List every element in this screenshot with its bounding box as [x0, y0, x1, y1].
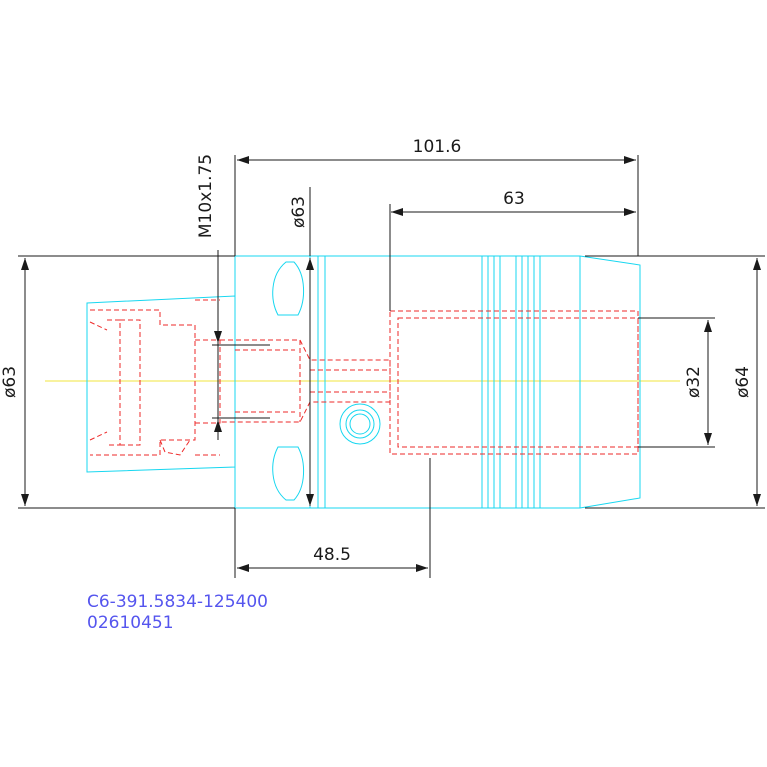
body-outline — [325, 255, 641, 509]
dim-flange-diameter-label: ø63 — [289, 196, 309, 228]
dim-overall-length: 101.6 — [234, 137, 639, 256]
shank-outline — [86, 256, 236, 508]
dim-shank-diameter-label: ø63 — [0, 366, 20, 398]
part-id: 02610451 — [87, 613, 174, 633]
shank-hidden-lines — [89, 299, 221, 456]
dim-bore-diameter: ø32 — [638, 317, 715, 448]
dim-flange-diameter: ø63 — [289, 187, 314, 506]
dim-body-diameter-label: ø64 — [733, 366, 753, 398]
dim-overall-length-label: 101.6 — [413, 137, 462, 157]
flange-outline — [235, 255, 326, 509]
dim-gauge-length: 48.5 — [234, 458, 431, 578]
part-number: C6-391.5834-125400 — [87, 592, 268, 612]
dim-body-diameter: ø64 — [585, 255, 765, 509]
dim-bore-depth: 63 — [389, 189, 636, 311]
dim-thread: M10x1.75 — [196, 154, 270, 440]
dim-bore-depth-label: 63 — [503, 189, 525, 209]
dim-shank-diameter: ø63 — [0, 255, 235, 509]
dim-thread-label: M10x1.75 — [196, 154, 216, 238]
dim-gauge-length-label: 48.5 — [313, 545, 351, 565]
bore-hidden-lines — [389, 310, 639, 455]
dim-bore-diameter-label: ø32 — [684, 366, 704, 398]
